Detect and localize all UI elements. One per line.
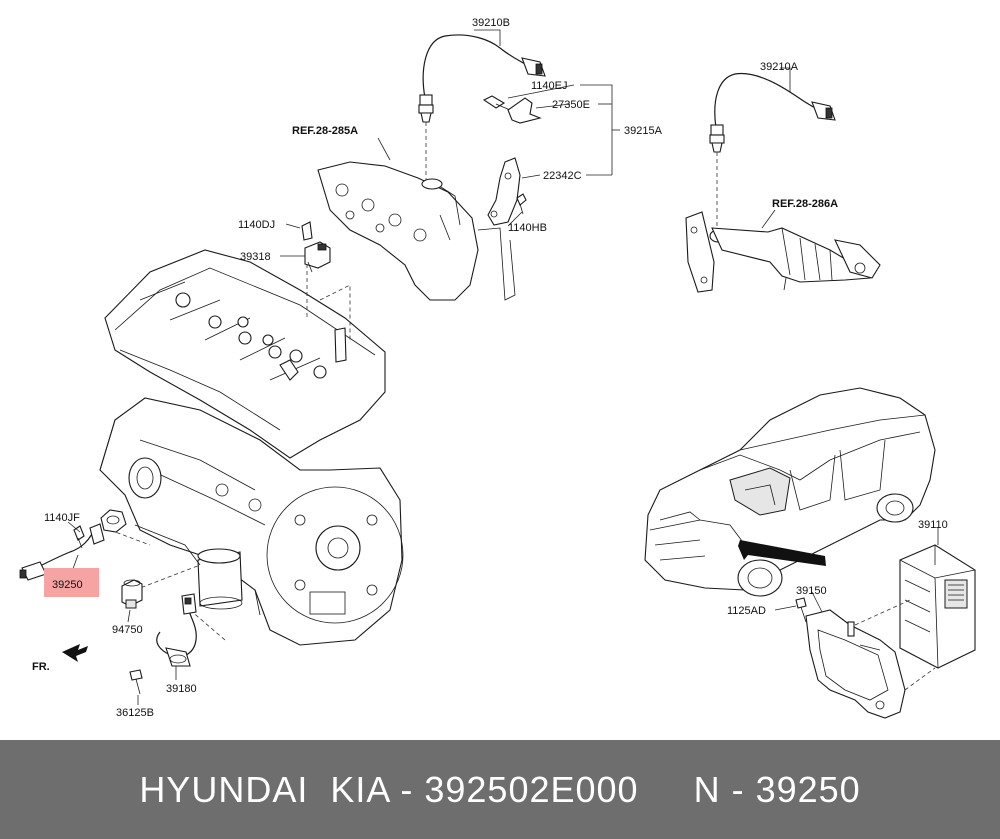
bolt-1140ej xyxy=(482,95,511,111)
label-39250: 39250 xyxy=(52,579,83,591)
label-fr: FR. xyxy=(32,661,50,673)
bracket-27350e xyxy=(507,97,542,124)
label-39210a: 39210A xyxy=(760,61,799,73)
ecu-bracket-39150 xyxy=(805,599,936,719)
label-ref-28-286a: REF.28-286A xyxy=(772,198,838,210)
label-1140dj: 1140DJ xyxy=(238,219,275,231)
label-39210b: 39210B xyxy=(472,17,510,29)
label-1140hb: 1140HB xyxy=(508,222,547,234)
exhaust-manifold xyxy=(317,161,516,301)
highlight-box-39250 xyxy=(44,568,99,597)
leader-lines xyxy=(67,29,939,705)
bracket-22342c xyxy=(487,157,521,226)
label-1140jf: 1140JF xyxy=(44,512,80,524)
ecu-39110 xyxy=(899,544,976,669)
catalytic-converter xyxy=(685,211,881,293)
label-1140ej: 1140EJ xyxy=(531,80,568,92)
knock-sensor-39250 xyxy=(19,509,127,581)
cam-position-sensor-39318 xyxy=(301,221,331,273)
crank-position-sensor-39180 xyxy=(156,593,197,667)
label-39150: 39150 xyxy=(796,585,827,597)
front-direction-arrow-icon xyxy=(62,644,88,662)
label-94750: 94750 xyxy=(112,624,143,636)
label-36125b: 36125B xyxy=(116,707,154,719)
label-39215a: 39215A xyxy=(624,125,663,137)
part-number-footer: HYUNDAI KIA - 392502E000 N - 39250 xyxy=(0,740,1000,839)
exploded-parts-diagram: 39210B 1140EJ 27350E 39215A 22342C 1140H… xyxy=(19,17,976,719)
label-27350e: 27350E xyxy=(552,99,590,111)
label-39110: 39110 xyxy=(918,519,948,531)
label-39180: 39180 xyxy=(166,683,197,695)
vehicle-illustration xyxy=(644,387,936,597)
oil-pressure-switch-94750 xyxy=(121,579,143,609)
label-ref-28-285a: REF.28-285A xyxy=(292,125,358,137)
label-39318: 39318 xyxy=(240,251,271,263)
footer-part-number-text: HYUNDAI KIA - 392502E000 N - 39250 xyxy=(139,768,861,810)
bolt-1140hb xyxy=(516,193,527,215)
part-labels: 39210B 1140EJ 27350E 39215A 22342C 1140H… xyxy=(32,17,948,719)
label-22342c: 22342C xyxy=(543,170,582,182)
bolt-1125ad xyxy=(795,597,807,623)
engine-block xyxy=(99,249,404,646)
oxygen-sensor-39210b xyxy=(418,34,546,180)
bolt-36125b xyxy=(129,669,143,695)
label-1125ad: 1125AD xyxy=(727,605,766,617)
oxygen-sensor-39210a xyxy=(709,72,836,230)
